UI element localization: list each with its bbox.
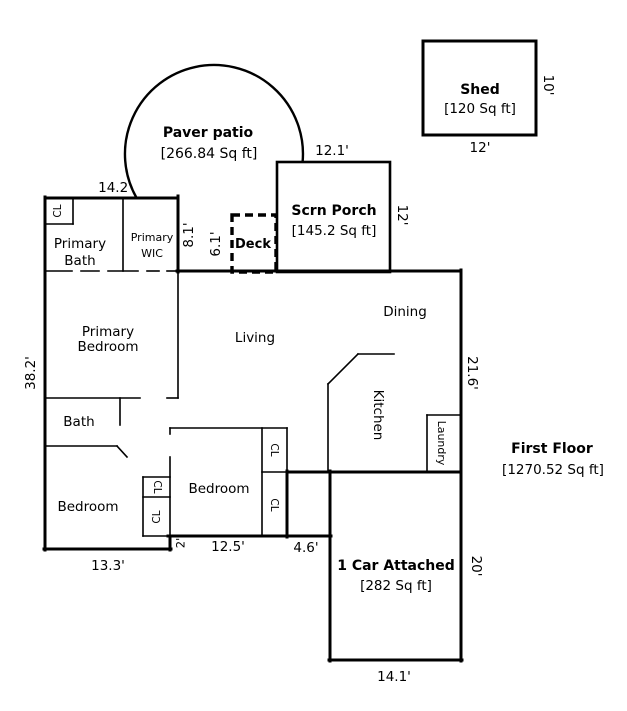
deck-outline <box>230 213 278 274</box>
label-cl-left-upper: CL <box>151 480 163 493</box>
label-first-floor-area: [1270.52 Sq ft] <box>502 462 604 478</box>
label-garage-area: [282 Sq ft] <box>360 578 432 594</box>
interior-wall-13 <box>115 444 129 459</box>
label-bath: Bath <box>63 414 94 430</box>
label-primary-bedroom-line2: Bedroom <box>77 339 138 355</box>
label-kitchen: Kitchen <box>370 390 386 441</box>
label-dining: Dining <box>383 304 427 320</box>
dim-left-side: 38.2' <box>23 356 39 390</box>
label-laundry: Laundry <box>435 421 448 466</box>
dim-step: 2' <box>174 538 188 548</box>
paver-patio-arc <box>123 63 305 199</box>
label-living: Living <box>235 330 275 346</box>
label-bedroom-left: Bedroom <box>57 499 118 515</box>
label-primary-wic-line1: Primary <box>131 231 174 244</box>
label-paver-patio-title: Paver patio <box>163 125 254 141</box>
dim-shed-bottom: 12' <box>470 140 491 156</box>
dim-garage-right: 20' <box>468 556 484 577</box>
dim-bottom-left: 13.3' <box>91 558 125 574</box>
label-scrn-porch-title: Scrn Porch <box>291 203 376 219</box>
dim-shed-right: 10' <box>540 75 556 96</box>
dim-top-left: 14.2' <box>98 180 132 196</box>
label-primary-bedroom-line1: Primary <box>82 324 134 340</box>
label-first-floor-title: First Floor <box>511 441 593 457</box>
label-shed-title: Shed <box>460 82 500 98</box>
label-deck-title: Deck <box>235 237 271 252</box>
label-primary-bath-line1: Primary <box>54 236 106 252</box>
label-cl-right-upper: CL <box>268 443 280 456</box>
label-cl-primary-bath: CL <box>52 204 64 217</box>
dim-porch-right: 12' <box>394 205 410 226</box>
label-paver-patio-area: [266.84 Sq ft] <box>161 146 258 162</box>
label-bedroom-middle: Bedroom <box>188 481 249 497</box>
dim-deck-side: 6.1' <box>208 231 224 256</box>
dim-porch-top: 12.1' <box>315 143 349 159</box>
label-primary-wic-line2: WIC <box>141 247 163 260</box>
label-cl-left-lower: CL <box>151 510 163 523</box>
label-primary-bath-line2: Bath <box>64 253 95 269</box>
label-cl-right-lower: CL <box>268 498 280 511</box>
label-shed-area: [120 Sq ft] <box>444 101 516 117</box>
interior-wall-24 <box>326 352 360 386</box>
dim-garage-bottom: 14.1' <box>377 669 411 685</box>
dim-right-side: 21.6' <box>464 356 480 390</box>
scrn-porch-outline <box>275 160 392 274</box>
dim-bedroom-bottom: 12.5' <box>211 539 245 555</box>
label-garage-title: 1 Car Attached <box>337 558 455 574</box>
dim-wic-side: 8.1' <box>181 222 197 247</box>
label-scrn-porch-area: [145.2 Sq ft] <box>292 223 377 239</box>
dim-notch: 4.6' <box>293 540 318 556</box>
shed-outline <box>421 39 538 137</box>
